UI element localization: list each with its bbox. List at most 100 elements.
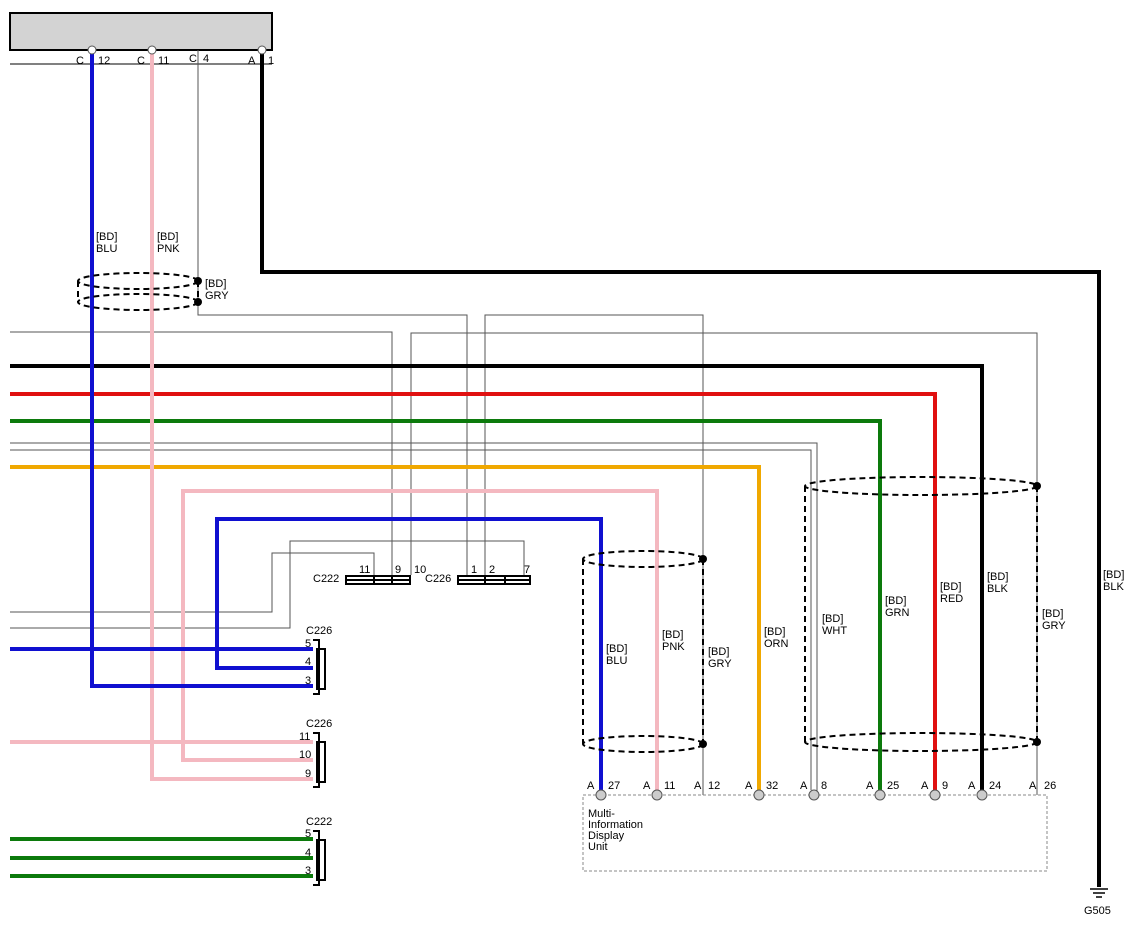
unit-pin-conn: A [800,780,808,792]
wht-wire [10,442,818,795]
ground-label: G505 [1084,905,1111,917]
pin-c12 [87,45,97,55]
wire-labels: [BD] BLU [BD] PNK [BD] GRY [BD] BLK [BD]… [96,231,1124,670]
unit-pin-num: 25 [887,780,899,792]
side-pin-label: 5 [305,638,311,650]
inline-connector-c226: C226 1 2 7 [425,564,531,585]
side-connector-c226-b: C226 11 10 9 [299,718,332,788]
side-pin-label: 4 [305,847,311,859]
pin-label-conn: C [76,55,84,67]
pin-label-num: 1 [268,55,274,67]
unit-pin-num: 12 [708,780,720,792]
pin-label-num: 12 [98,55,110,67]
thin-wire-d [10,449,812,790]
side-connector-c222: C222 5 4 3 [305,816,332,886]
inline-connector-name: C222 [313,573,339,585]
wire-label-wht-mid: [BD] [822,613,843,625]
unit-pin-conn: A [694,780,702,792]
mid-unit-pin-labels: A 27 A 11 A 12 A 32 A 8 A 25 A 9 A 24 A … [587,780,1056,792]
inline-pin-label: 2 [489,564,495,576]
mid-unit-name: Display [588,830,625,842]
pin-label-conn: C [189,53,197,65]
side-pin-label: 4 [305,656,311,668]
side-pin-label: 5 [305,828,311,840]
unit-pin-conn: A [1029,780,1037,792]
wire-label-grn-mid: GRN [885,607,910,619]
shield-right-ellipse-bottom [804,732,1038,752]
wire-label-pnk-mid: [BD] [662,629,683,641]
pin-c11 [147,45,157,55]
thin-wires [10,50,1038,795]
side-connector-name: C226 [306,718,332,730]
colored-wires [10,50,1101,887]
wire-label-grn-mid: [BD] [885,595,906,607]
unit-pin-conn: A [745,780,753,792]
wire-label-gry-right: GRY [1042,620,1066,632]
wire-label-pnk-top: PNK [157,243,180,255]
wire-label-blu-top: [BD] [96,231,117,243]
inline-connector-c222: C222 11 9 10 [313,564,426,585]
mid-unit-name: Multi- [588,808,615,820]
unit-pin-num: 27 [608,780,620,792]
ground-g505: G505 [1084,888,1111,917]
unit-pin-num: 24 [989,780,1001,792]
unit-pin-num: 32 [766,780,778,792]
wire-label-orn-mid: [BD] [764,626,785,638]
inline-connector-name: C226 [425,573,451,585]
pnk-wire-unit [181,489,659,795]
side-pin-label: 3 [305,675,311,687]
wire-label-gry-top: [BD] [205,278,226,290]
thin-wire-a [10,331,393,575]
orn-wire [10,465,761,795]
inline-pin-label: 11 [359,564,370,576]
shield-symbols [77,272,1038,753]
pin-label-num: 11 [158,55,169,67]
wire-label-wht-mid: WHT [822,625,847,637]
unit-pin-conn: A [921,780,929,792]
wire-label-red-mid: RED [940,593,963,605]
inline-pin-label: 1 [471,564,477,576]
wire-label-blu-mid: BLU [606,655,627,667]
unit-pin-num: 11 [664,780,675,792]
wire-label-gry-top: GRY [205,290,229,302]
blk-wire-main [260,50,1101,887]
side-pin-label: 11 [299,731,310,743]
thin-wire-f [10,540,525,629]
mid-unit-pins [595,789,988,801]
unit-pin-conn: A [968,780,976,792]
pin-label-conn: A [248,55,256,67]
unit-pin-conn: A [587,780,595,792]
wire-label-blu-mid: [BD] [606,643,627,655]
unit-pin-num: 9 [942,780,948,792]
wire-label-gry-right: [BD] [1042,608,1063,620]
side-connector-name: C226 [306,625,332,637]
wire-label-blk-mid: [BD] [987,571,1008,583]
mid-unit-name: Information [588,819,643,831]
top-component-pins [87,45,267,55]
mid-unit-box [582,794,1048,872]
shield-top-ellipse-bottom [77,293,199,311]
side-pin-label: 9 [305,768,311,780]
pin-a1 [257,45,267,55]
pin-label-num: 4 [203,53,209,65]
blk-wire-mid [10,364,984,795]
wire-label-blu-top: BLU [96,243,117,255]
inline-pin-label: 9 [395,564,401,576]
inline-pin-label: 10 [414,564,426,576]
wire-label-pnk-mid: PNK [662,641,685,653]
ground-icon [1090,888,1108,898]
mid-unit-name: Unit [588,841,608,853]
unit-pin-conn: A [866,780,874,792]
mid-unit: Multi- Information Display Unit [582,794,1048,872]
top-component [9,12,273,65]
unit-pin-num: 26 [1044,780,1056,792]
side-pin-label: 3 [305,865,311,877]
unit-pin-conn: A [643,780,651,792]
red-wire [10,392,937,795]
thin-wire-b [410,332,1038,795]
side-connector-name: C222 [306,816,332,828]
shield-top-ellipse [77,272,199,290]
top-pin-labels: C 12 C 11 C 4 A 1 [76,53,274,67]
splice-dots [194,277,1041,748]
